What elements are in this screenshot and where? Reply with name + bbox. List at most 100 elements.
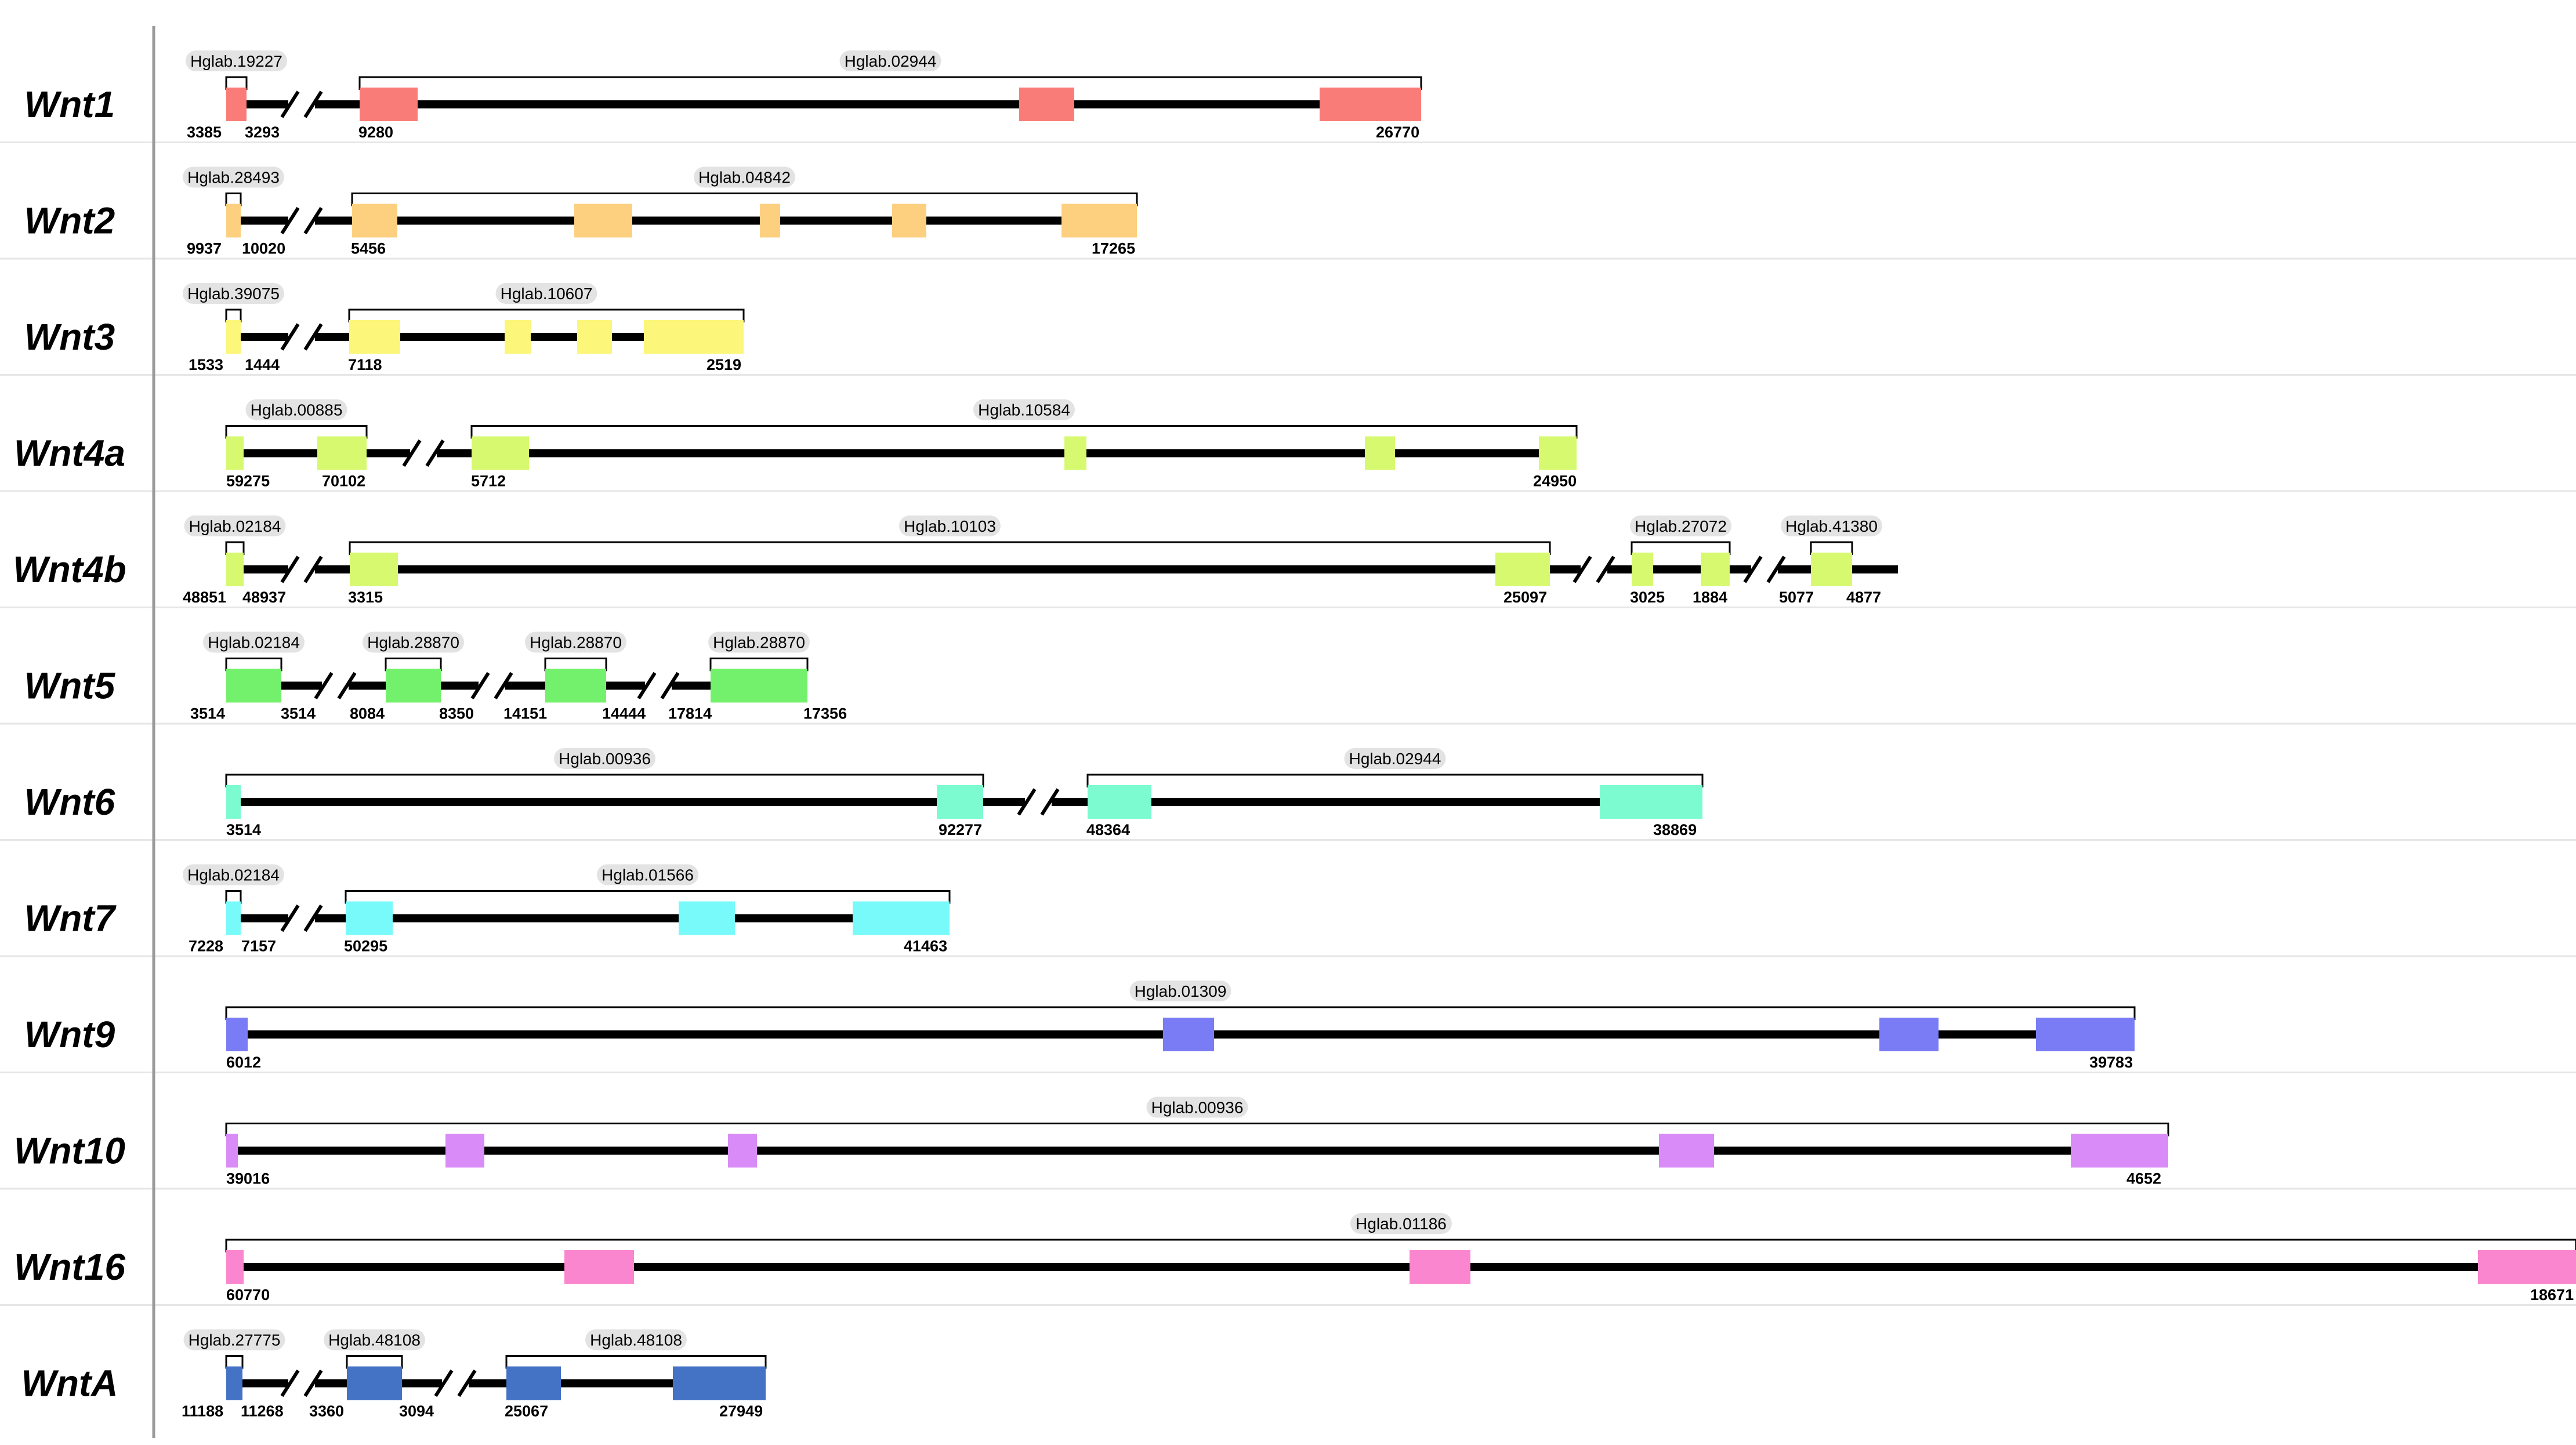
coordinate-label: 11188 — [182, 1403, 223, 1420]
break-gap — [288, 215, 315, 227]
contig-label-bg — [1350, 1213, 1452, 1234]
contig-label: Hglab.02184 — [189, 517, 281, 535]
contig-bracket: Hglab.01186 — [225, 1213, 2576, 1252]
contig-bracket-line — [349, 541, 1551, 555]
break-icon — [280, 323, 323, 351]
coordinate-label: 8084 — [350, 705, 385, 722]
break-slash — [1743, 556, 1763, 583]
gene-name: Wnt9 — [24, 1014, 115, 1055]
coordinate-label: 4877 — [1846, 589, 1881, 606]
break-slash — [303, 206, 323, 235]
contig-label-bg — [495, 283, 597, 304]
contig-bracket-line — [225, 658, 282, 671]
exon-box — [673, 1366, 766, 1400]
exon-box — [360, 88, 418, 121]
exon-box — [545, 669, 606, 703]
coordinate-label: 5456 — [351, 240, 386, 257]
contig-bracket: Hglab.48108 — [505, 1329, 767, 1369]
exon-box — [226, 901, 241, 935]
contig-bracket: Hglab.00885 — [225, 399, 368, 439]
exon-box — [352, 204, 397, 238]
break-slash — [303, 1369, 323, 1397]
break-gap — [645, 680, 672, 692]
break-icon — [280, 1369, 323, 1397]
break-slash — [1573, 556, 1592, 583]
break-slash — [337, 671, 357, 700]
exon-box — [679, 901, 735, 935]
contig-label: Hglab.27072 — [1635, 517, 1727, 535]
break-slash — [280, 1369, 300, 1397]
exon-box — [226, 88, 247, 121]
contig-bracket-line — [1810, 541, 1853, 555]
break-slash — [280, 206, 300, 235]
exon-box — [346, 901, 393, 935]
break-slash — [280, 904, 300, 932]
exon-box — [226, 1018, 248, 1051]
exon-box — [226, 785, 241, 819]
coordinate-label: 3514 — [226, 821, 261, 838]
break-icon — [314, 671, 357, 700]
coordinate-label: 92277 — [939, 821, 982, 838]
coordinate-label: 3025 — [1630, 589, 1665, 606]
exon-box — [1600, 785, 1702, 819]
row-separators — [0, 141, 2576, 1306]
break-gap — [479, 680, 505, 692]
exon-box — [472, 436, 529, 470]
gene-name: Wnt4b — [13, 549, 126, 590]
contig-bracket-line — [358, 76, 1422, 90]
break-slash — [434, 1369, 454, 1397]
contig-label: Hglab.02184 — [208, 634, 300, 652]
coordinate-label: 11268 — [241, 1403, 284, 1420]
exon-box — [226, 320, 241, 354]
break-slash — [303, 90, 323, 118]
coordinate-label: 2519 — [707, 356, 741, 373]
break-slash — [314, 671, 334, 700]
coordinate-label: 17356 — [803, 705, 847, 722]
contig-label: Hglab.48108 — [590, 1331, 682, 1349]
exon-box — [349, 320, 400, 354]
break-gap — [410, 447, 437, 459]
gene-name: Wnt7 — [24, 898, 117, 939]
contig-bracket-line — [470, 425, 1578, 439]
coordinate-label: 24950 — [1533, 473, 1577, 490]
contig-label-bg — [1146, 1097, 1248, 1118]
break-gap — [322, 680, 349, 692]
contig-label: Hglab.28870 — [713, 634, 805, 652]
contig-label: Hglab.27775 — [189, 1331, 281, 1349]
contig-label: Hglab.28493 — [187, 169, 280, 187]
coordinate-label: 25097 — [1503, 589, 1547, 606]
break-slash — [303, 556, 323, 583]
contig-label: Hglab.04842 — [698, 169, 791, 187]
exon-box — [1163, 1018, 1214, 1051]
contig-label-bg — [183, 864, 284, 885]
contig-label-bg — [183, 283, 284, 304]
break-slash — [280, 90, 300, 118]
exon-box — [892, 204, 926, 238]
gene-name: Wnt4a — [14, 433, 125, 474]
contig-bracket: Hglab.02944 — [358, 50, 1422, 90]
contig-bracket: Hglab.01309 — [225, 981, 2136, 1020]
contig-label-bg — [694, 166, 795, 188]
contig-label-bg — [597, 864, 698, 885]
contig-label-bg — [324, 1329, 425, 1350]
contig-bracket: Hglab.02184 — [183, 864, 284, 904]
contig-label-bg — [554, 748, 655, 769]
break-gap — [288, 331, 315, 343]
contig-label: Hglab.10103 — [904, 517, 996, 535]
exon-box — [1061, 204, 1137, 238]
exon-box — [1088, 785, 1151, 819]
break-icon — [470, 671, 513, 700]
contig-label-bg — [1630, 515, 1731, 536]
break-slash — [470, 671, 490, 700]
contig-bracket-line — [225, 193, 242, 206]
break-slash — [1596, 556, 1615, 583]
break-slash — [637, 671, 657, 700]
contig-label: Hglab.00936 — [1151, 1099, 1244, 1117]
